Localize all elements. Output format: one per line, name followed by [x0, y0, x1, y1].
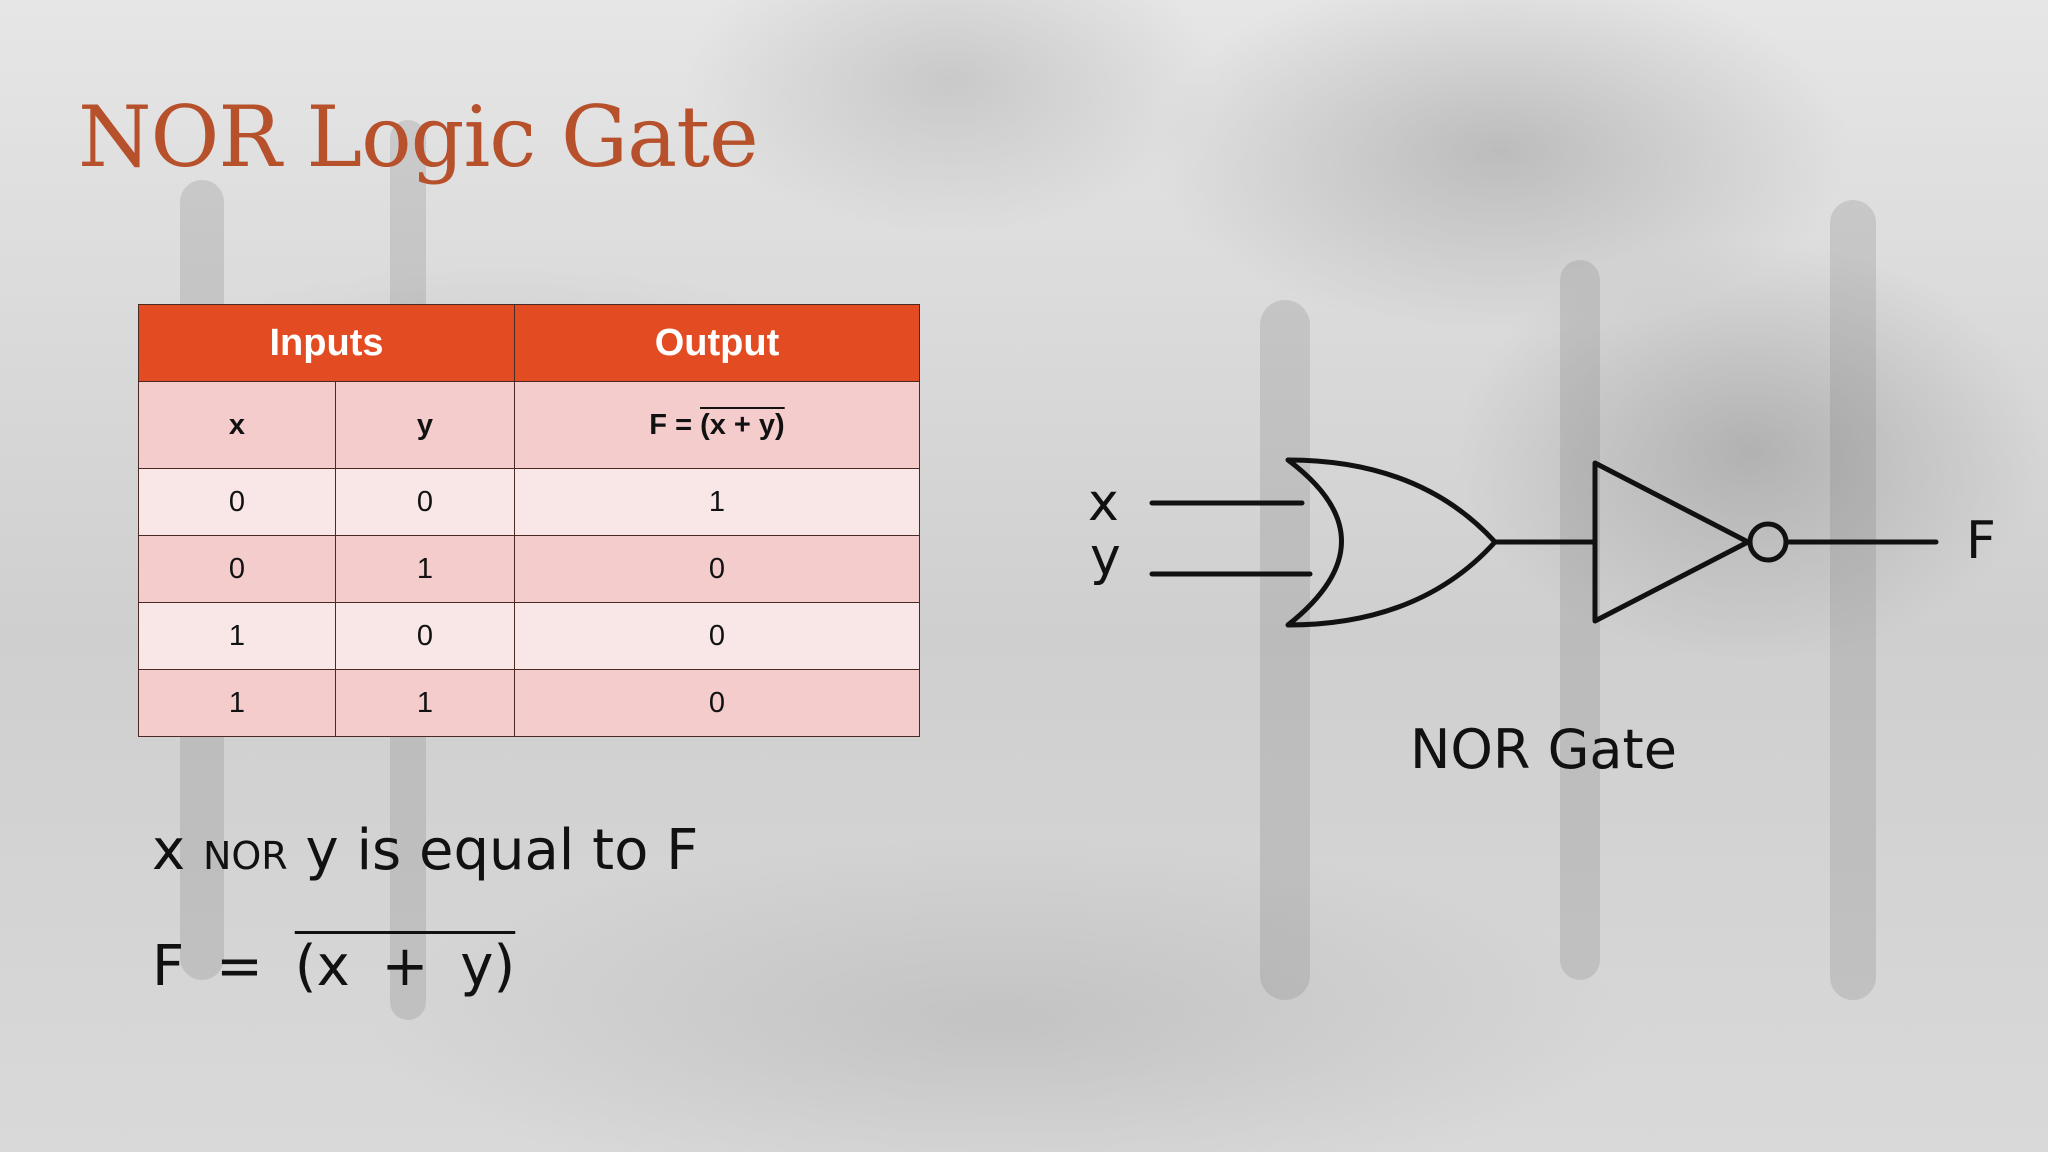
statement-operator: NOR	[202, 834, 288, 878]
column-f: F = (x + y)	[514, 381, 920, 469]
diagram-input-y: y	[1090, 527, 1121, 587]
column-f-prefix: F =	[649, 408, 701, 441]
column-x: x	[138, 381, 336, 469]
header-inputs: Inputs	[138, 304, 515, 382]
cell-x: 1	[138, 669, 336, 737]
buffer-triangle	[1592, 460, 1751, 624]
diagram-caption: NOR Gate	[1410, 718, 1677, 781]
column-y: y	[335, 381, 515, 469]
cell-y: 0	[335, 602, 515, 670]
truth-table: Inputs Output x y F = (x + y) 0 0 1 0 1 …	[138, 304, 920, 737]
nor-formula: F = (x + y)	[152, 934, 515, 999]
cell-x: 0	[138, 535, 336, 603]
nor-statement: x NOR y is equal to F	[152, 818, 698, 883]
statement-rest: y is equal to F	[305, 818, 699, 883]
cell-x: 1	[138, 602, 336, 670]
cell-y: 1	[335, 669, 515, 737]
inverter-bubble	[1747, 521, 1789, 563]
cell-y: 0	[335, 468, 515, 536]
table-row: 0 1 0	[138, 535, 920, 603]
cell-f: 0	[514, 602, 920, 670]
table-row: 1 1 0	[138, 669, 920, 737]
cell-y: 1	[335, 535, 515, 603]
column-f-expression: (x + y)	[700, 408, 785, 441]
page-title: NOR Logic Gate	[78, 88, 759, 186]
or-gate-body	[1285, 457, 1498, 628]
header-output: Output	[514, 304, 920, 382]
diagram-input-x: x	[1088, 473, 1119, 533]
cell-f: 0	[514, 669, 920, 737]
statement-x: x	[152, 818, 186, 883]
formula-lhs: F =	[152, 934, 263, 999]
formula-rhs: (x + y)	[294, 934, 516, 999]
cell-f: 0	[514, 535, 920, 603]
table-row: 1 0 0	[138, 602, 920, 670]
diagram-output-f: F	[1966, 511, 1996, 571]
